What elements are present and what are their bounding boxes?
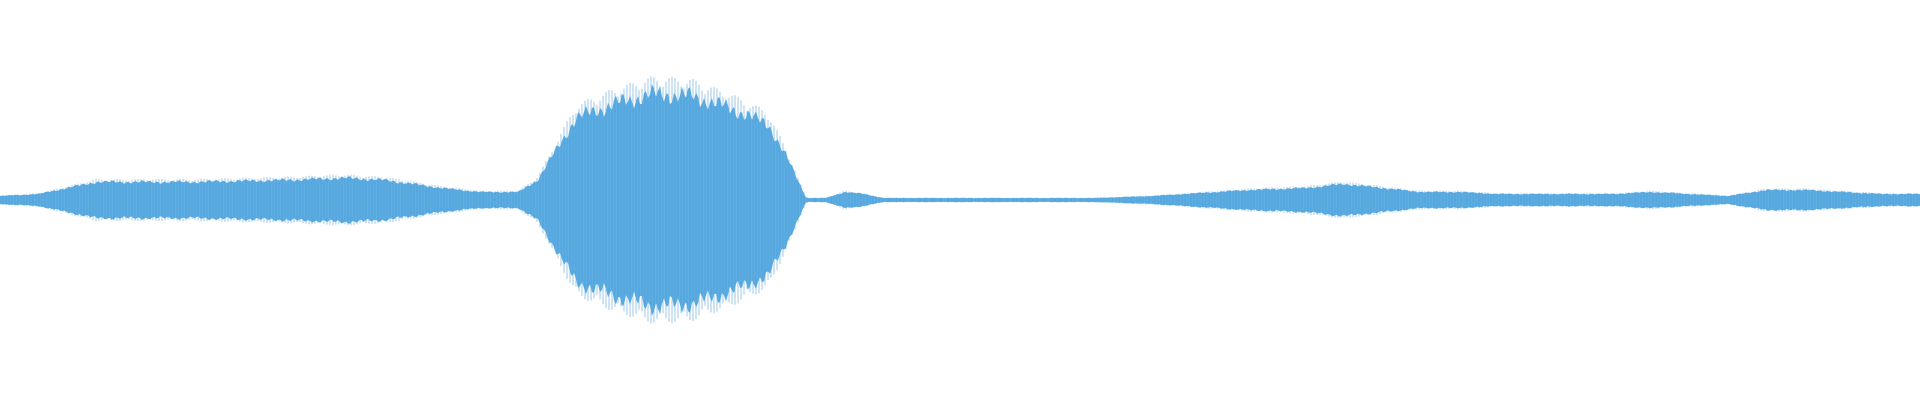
waveform-detail-lines [0,76,1920,324]
